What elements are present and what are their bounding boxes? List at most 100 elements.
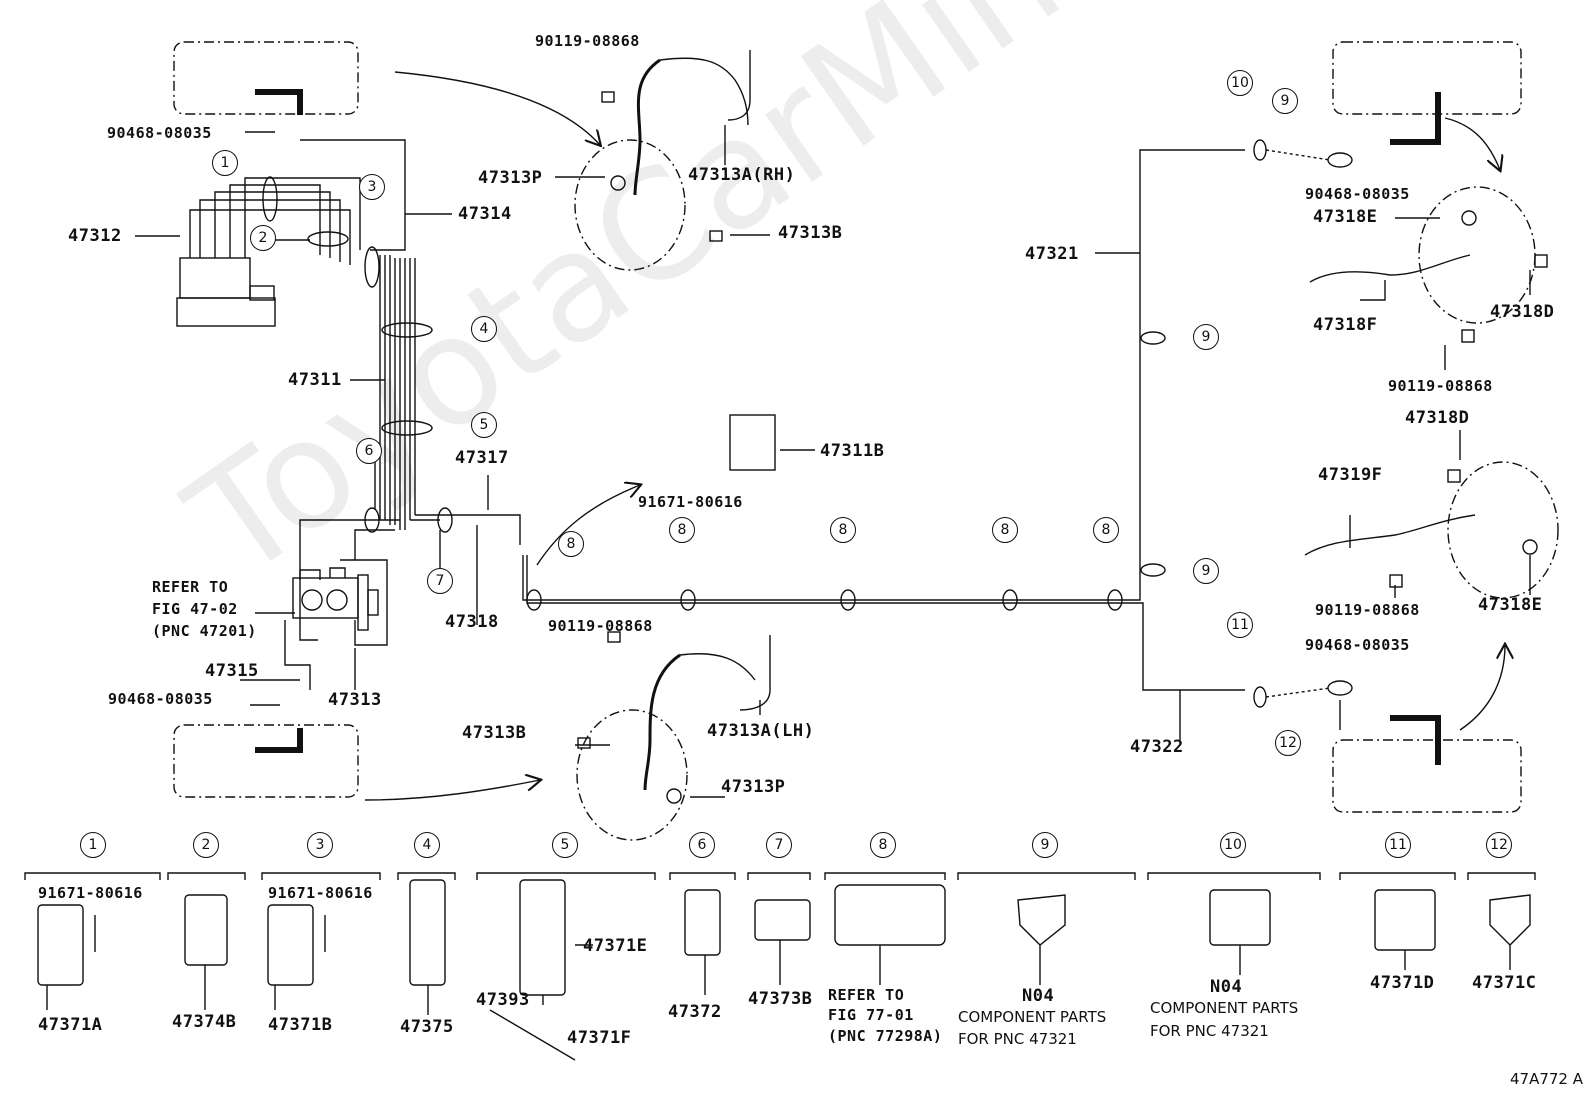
legend-9-note-line1: COMPONENT PARTS	[958, 1008, 1107, 1026]
arrow-to-clamp-detail	[536, 485, 640, 566]
legend-12-part: 47371C	[1472, 973, 1537, 993]
legend-callout-10: 10	[1220, 832, 1246, 858]
label-90119-08868-front-right: 90119-08868	[535, 32, 640, 50]
legend-8-refer-line3: (PNC 77298A)	[828, 1027, 943, 1045]
master-cylinder-base	[176, 297, 276, 327]
label-47313b-front-left: 47313B	[462, 723, 527, 743]
label-47313a-lh: 47313A(LH)	[707, 721, 815, 741]
legend-callout-1: 1	[80, 832, 106, 858]
label-90119-08868-rear-right: 90119-08868	[1388, 377, 1493, 395]
legend-10-note-line1: COMPONENT PARTS	[1150, 999, 1299, 1017]
legend-callout-12: 12	[1486, 832, 1512, 858]
legend-callout-9: 9	[1032, 832, 1058, 858]
callout-8-e: 8	[1093, 517, 1119, 543]
legend-5-b: 47393	[476, 990, 530, 1010]
legend-1-pn: 91671-80616	[38, 884, 143, 902]
arrow-to-rear-left	[1459, 645, 1505, 731]
label-47321: 47321	[1025, 244, 1079, 264]
label-47313p-front-left: 47313P	[721, 777, 786, 797]
label-47311: 47311	[288, 370, 342, 390]
arrow-to-front-right	[394, 71, 600, 145]
label-47313: 47313	[328, 690, 382, 710]
callout-9-a: 9	[1193, 324, 1219, 350]
callout-5: 5	[471, 412, 497, 438]
label-90119-08868-front-left: 90119-08868	[548, 617, 653, 635]
callout-6: 6	[356, 438, 382, 464]
label-47315: 47315	[205, 661, 259, 681]
front-right-wheel-outline	[173, 41, 359, 115]
arrow-to-front-left	[364, 780, 540, 801]
legend-7-part: 47373B	[748, 989, 813, 1009]
legend-callout-2: 2	[193, 832, 219, 858]
label-90468-08035-rear-right: 90468-08035	[1305, 185, 1410, 203]
label-47318: 47318	[445, 612, 499, 632]
label-47314: 47314	[458, 204, 512, 224]
legend-8-refer-line2: FIG 77-01	[828, 1006, 914, 1024]
label-47313a-rh: 47313A(RH)	[688, 165, 796, 185]
callout-8-d: 8	[992, 517, 1018, 543]
refer-fig-47-line2: FIG 47-02	[152, 600, 238, 618]
callout-4: 4	[471, 316, 497, 342]
rear-left-detail-ellipse	[1447, 461, 1559, 599]
label-91671-80616-clamp: 91671-80616	[638, 493, 743, 511]
callout-10: 10	[1227, 70, 1253, 96]
callout-8-c: 8	[830, 517, 856, 543]
label-47311b: 47311B	[820, 441, 885, 461]
callout-7: 7	[427, 568, 453, 594]
label-90468-08035-rear-left: 90468-08035	[1305, 636, 1410, 654]
callout-3: 3	[359, 174, 385, 200]
legend-10-part: N04	[1210, 977, 1243, 997]
diagram-code: 47A772 A	[1510, 1070, 1584, 1088]
label-47318d-rear-left: 47318D	[1405, 408, 1470, 428]
legend-callout-6: 6	[689, 832, 715, 858]
label-47313p-front-right: 47313P	[478, 168, 543, 188]
callout-8-a: 8	[558, 531, 584, 557]
label-47317: 47317	[455, 448, 509, 468]
legend-callout-4: 4	[414, 832, 440, 858]
legend-callout-11: 11	[1385, 832, 1411, 858]
legend-5-c: 47371F	[567, 1028, 632, 1048]
label-90119-08868-rear-left: 90119-08868	[1315, 601, 1420, 619]
label-47318d-rear-right: 47318D	[1490, 302, 1555, 322]
label-47318e-rear-right: 47318E	[1313, 207, 1378, 227]
master-cylinder-body	[179, 257, 251, 299]
arrow-to-rear-right	[1444, 117, 1500, 170]
legend-callout-7: 7	[766, 832, 792, 858]
legend-1-part: 47371A	[38, 1015, 103, 1035]
legend-10-note-line2: FOR PNC 47321	[1150, 1022, 1269, 1040]
refer-fig-47-line1: REFER TO	[152, 578, 229, 596]
legend-callout-3: 3	[307, 832, 333, 858]
rear-right-wheel-outline	[1332, 41, 1522, 115]
label-47313b-front-right: 47313B	[778, 223, 843, 243]
legend-9-part: N04	[1022, 986, 1055, 1006]
label-47318f: 47318F	[1313, 315, 1378, 335]
rear-left-wheel-outline	[1332, 739, 1522, 813]
legend-5-a: 47371E	[583, 936, 648, 956]
callout-12: 12	[1275, 730, 1301, 756]
front-right-detail-ellipse	[574, 139, 686, 271]
legend-callout-5: 5	[552, 832, 578, 858]
legend-callout-8: 8	[870, 832, 896, 858]
clamp-47311b	[729, 414, 776, 471]
legend-9-note-line2: FOR PNC 47321	[958, 1030, 1077, 1048]
legend-11-part: 47371D	[1370, 973, 1435, 993]
callout-9-c: 9	[1272, 88, 1298, 114]
legend-4-part: 47375	[400, 1017, 454, 1037]
callout-1: 1	[212, 150, 238, 176]
callout-8-b: 8	[669, 517, 695, 543]
refer-fig-47-line3: (PNC 47201)	[152, 622, 257, 640]
legend-2-part: 47374B	[172, 1012, 237, 1032]
label-90468-08035-front-right: 90468-08035	[107, 124, 212, 142]
label-47319f: 47319F	[1318, 465, 1383, 485]
front-left-detail-ellipse	[576, 709, 688, 841]
callout-11: 11	[1227, 612, 1253, 638]
legend-8-refer-line1: REFER TO	[828, 986, 905, 1004]
callout-9-b: 9	[1193, 558, 1219, 584]
label-47312: 47312	[68, 226, 122, 246]
legend-6-part: 47372	[668, 1002, 722, 1022]
callout-2: 2	[250, 225, 276, 251]
label-47322: 47322	[1130, 737, 1184, 757]
legend-3-part: 47371B	[268, 1015, 333, 1035]
label-47318e-rear-left: 47318E	[1478, 595, 1543, 615]
